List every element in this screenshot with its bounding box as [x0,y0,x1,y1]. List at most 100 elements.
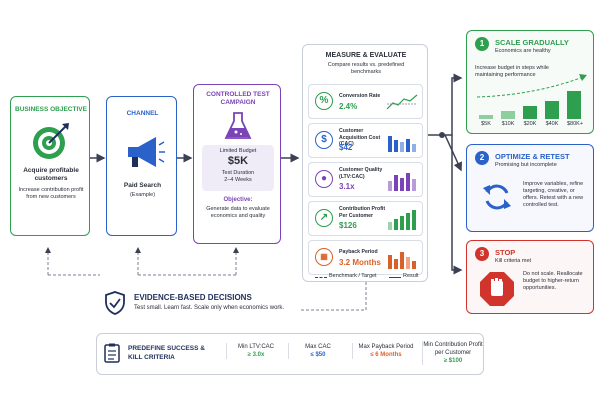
business-objective-title: BUSINESS OBJECTIVE [15,106,87,113]
scale-step-bar [567,91,581,119]
user-icon: ● [315,170,333,188]
scale-subtitle: Economics are healthy [495,48,551,54]
metric-cac: $ Customer Acquisition Cost (CAC) $42 [308,123,423,158]
refresh-icon [483,184,511,210]
duration-value: 2–4 Weeks [224,177,252,183]
metric-value: 2.4% [339,102,358,111]
measure-card: MEASURE & EVALUATE Compare results vs. p… [302,44,428,282]
sparkline-icon [386,94,418,110]
scale-trend-arrow [476,74,587,98]
megaphone-icon [128,137,165,167]
criteria-label: Max CAC [305,344,331,350]
optimize-number-badge: 2 [475,151,489,165]
stop-title: STOP [495,248,516,257]
bar-sparkline-icon [388,173,416,191]
evidence-body: Test small. Learn fast. Scale only when … [134,305,285,311]
metric-conversion: % Conversion Rate 2.4% [308,84,423,119]
dollar-icon: $ [315,131,333,149]
criteria-value: ≤ 6 Months [370,352,402,358]
business-objective-body: Increase contribution profit from new cu… [18,187,84,200]
percent-icon: % [315,92,333,110]
scale-step-bar [479,115,493,119]
metric-profit: ↗ Contribution Profit Per Customer $126 [308,201,423,236]
criteria-title: PREDEFINE SUCCESS & KILL CRITERIA [128,345,205,361]
criteria-bar [96,333,484,375]
step-label: $5K [481,121,491,127]
stop-body: Do not scale. Reallocate budget to highe… [523,271,583,291]
metric-label: Customer Quality (LTV:CAC) [339,167,383,180]
objective-label: Objective: [223,197,253,203]
flask-icon [224,112,252,139]
step-label: $40K [545,121,559,127]
shield-check-icon [105,291,125,315]
scale-step-bar [501,111,515,119]
metric-quality: ● Customer Quality (LTV:CAC) 3.1x [308,162,423,197]
scale-step-bar [545,101,559,119]
scale-body: Increase budget in steps while maintaini… [475,65,549,78]
stop-hand-icon [480,272,514,306]
controlled-test-card: CONTROLLED TEST CAMPAIGN Limited Budget … [193,84,281,244]
scale-card: 1 SCALE GRADUALLY Economics are healthy … [466,30,594,134]
channel-sub: (Example) [129,192,156,198]
metric-value: $126 [339,221,357,230]
checklist-icon [104,343,120,363]
test-title-line-1: CONTROLLED TEST [206,91,270,98]
optimize-body: Improve variables, refine targeting, cre… [523,181,584,208]
business-objective-heading: Acquire profitable customers [23,167,79,182]
measure-subtitle: Compare results vs. predefined benchmark… [327,62,405,75]
business-objective-card: BUSINESS OBJECTIVE Acquire profitable cu… [10,96,90,236]
optimize-card: 2 OPTIMIZE & RETEST Promising but incomp… [466,144,594,232]
budget-box [202,145,274,191]
legend-benchmark: Benchmark / Target [329,273,377,279]
scale-number-badge: 1 [475,37,489,51]
trend-icon: ↗ [315,209,333,227]
criteria-value: ≥ $100 [443,358,463,364]
metric-label: Contribution Profit Per Customer [339,206,386,219]
objective-text: Generate data to evaluate economics and … [206,206,270,219]
criteria-item: Max CAC ≤ $50 [288,343,347,359]
criteria-item: Max Payback Period ≤ 6 Months [352,343,419,359]
channel-card: CHANNEL Paid Search (Example) [106,96,177,236]
metric-value: 3.1x [339,182,355,191]
legend-result-line [389,277,401,278]
criteria-value: ≤ $50 [310,352,326,358]
criteria-label: Min Contribution Profit per Customer [423,342,483,356]
scale-step-bars [479,91,581,119]
legend-benchmark-line [315,277,327,278]
bar-sparkline-icon [388,252,416,269]
measure-title: MEASURE & EVALUATE [325,52,407,59]
metric-label: Conversion Rate [339,93,381,99]
step-label: $80K+ [566,121,584,127]
stop-subtitle: Kill criteria met [495,258,532,264]
calendar-icon: ▦ [315,248,333,266]
metric-value: $42 [339,143,353,152]
budget-label: Limited Budget [219,148,257,154]
metric-value: 3.2 Months [339,258,381,267]
budget-value: $5K [227,155,249,167]
scale-step-bar [523,106,537,119]
criteria-item: Min LTV:CAC ≥ 3.0x [226,343,285,359]
test-title-line-2: CAMPAIGN [220,99,256,106]
optimize-title: OPTIMIZE & RETEST [495,152,570,161]
criteria-item: Min Contribution Profit per Customer ≥ $… [422,341,483,365]
duration-label: Test Duration [221,170,255,176]
legend-result: Result [403,273,419,279]
channel-heading: Paid Search [123,182,162,189]
scale-title: SCALE GRADUALLY [495,38,569,47]
scale-step-labels: $5K $10K $20K $40K $80K+ [475,121,587,129]
metric-payback: ▦ Payback Period 3.2 Months [308,240,423,275]
evidence-title: EVIDENCE-BASED DECISIONS [134,293,252,302]
criteria-value: ≥ 3.0x [247,352,265,358]
stop-card: 3 STOP Kill criteria met Do not scale. R… [466,240,594,314]
step-label: $20K [523,121,537,127]
step-label: $10K [501,121,515,127]
stop-number-badge: 3 [475,247,489,261]
bar-sparkline-icon [388,210,416,230]
optimize-subtitle: Promising but incomplete [495,162,557,168]
channel-title: CHANNEL [126,110,159,117]
criteria-label: Min LTV:CAC [237,344,274,350]
metric-label: Payback Period [339,249,378,255]
target-icon [33,123,69,159]
metric-label: Customer Acquisition Cost (CAC) [339,128,381,147]
